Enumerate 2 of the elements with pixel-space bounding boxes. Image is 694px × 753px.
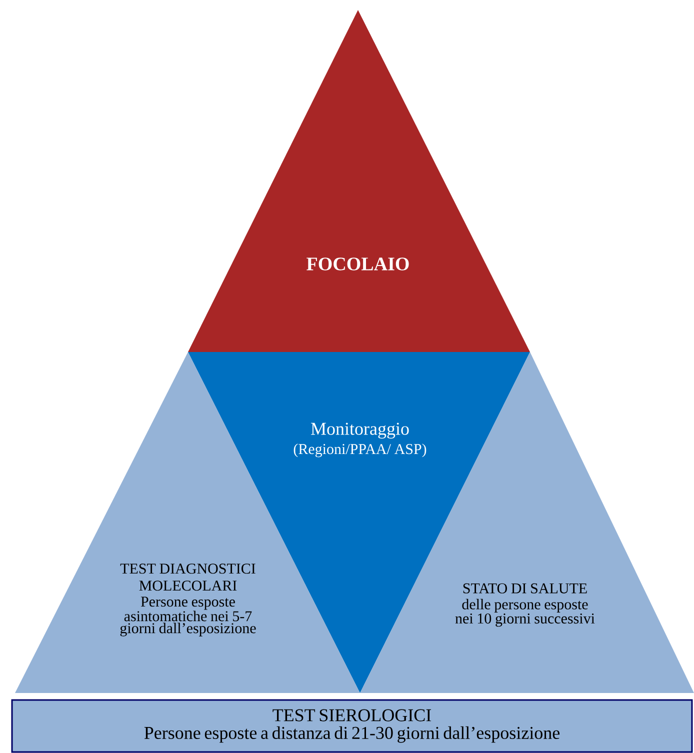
triangle: FOCOLAIO <box>188 10 530 352</box>
band: TEST SIEROLOGICI Persone esposte a distanza di 21-30 giorni dall’esposizione <box>11 699 693 753</box>
